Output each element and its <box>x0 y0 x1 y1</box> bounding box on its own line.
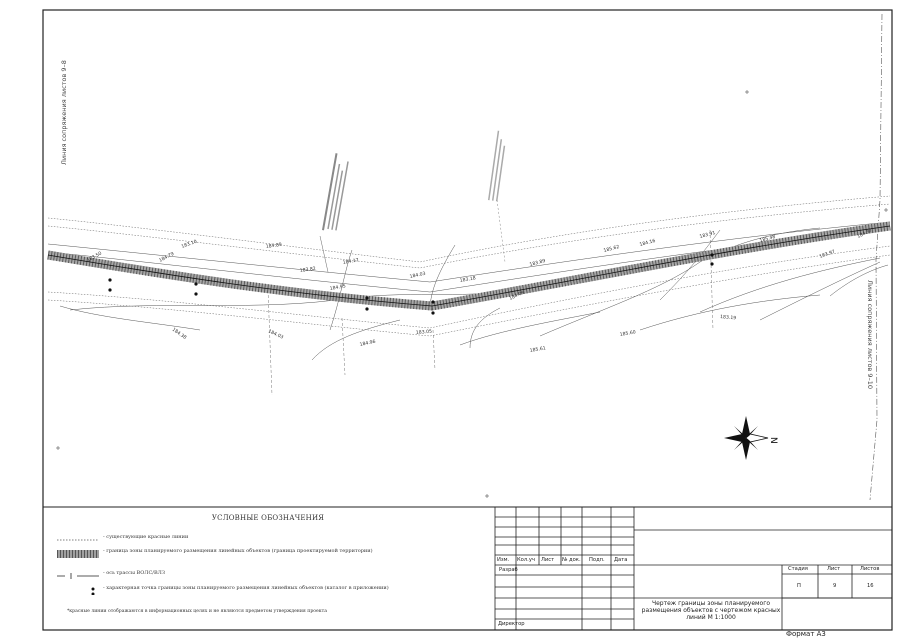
boundary-point <box>194 292 198 296</box>
stamp-sheet-value: 9 <box>833 583 837 589</box>
elevation-label: 185.60 <box>619 329 636 338</box>
legend-text: - существующие красные линии <box>103 534 189 540</box>
legend-note: *красные линии отображаются в информацио… <box>67 609 327 614</box>
legend-symbol-hatched <box>57 550 99 558</box>
sheet-format: Формат А3 <box>786 630 826 638</box>
stamp-sheets-value: 16 <box>867 583 874 589</box>
title-block-grid <box>494 506 893 631</box>
stamp-sheets-header: Листов <box>860 566 880 572</box>
legend-text: - ось трассы ВОЛС/ВЛЗ <box>103 570 165 576</box>
boundary-point <box>431 300 435 304</box>
drawing-title: Чертеж границы зоны планируемого размеще… <box>641 600 781 621</box>
boundary-dashdot-line <box>869 13 883 501</box>
legend-item-planned-zone: - граница зоны планируемого размещения л… <box>43 548 483 562</box>
elevation-label: 184.03 <box>267 328 284 340</box>
stamp-stage-value: П <box>797 583 801 589</box>
elevation-label: 183.89 <box>529 258 546 268</box>
legend-text: - характерная точка границы зоны планиру… <box>103 585 389 591</box>
legend-title: УСЛОВНЫЕ ОБОЗНАЧЕНИЯ <box>211 514 325 522</box>
legend-symbol-axis <box>57 573 99 579</box>
legend-item-points: - характерная точка границы зоны планиру… <box>43 585 483 599</box>
stamp-header-kolvo: Кол.уч <box>517 557 535 563</box>
legend-item-red-lines: - существующие красные линии <box>43 534 483 548</box>
legend-symbol-dotted <box>57 539 99 541</box>
north-arrow-icon <box>724 416 769 460</box>
red-lines <box>47 195 891 337</box>
boundary-point <box>431 311 435 315</box>
legend: УСЛОВНЫЕ ОБОЗНАЧЕНИЯ - существующие крас… <box>43 508 493 630</box>
elevation-label: 184.95 <box>329 283 346 292</box>
sheet-frame <box>42 9 893 631</box>
side-label-right: Линия сопряжения листов 9–10 <box>866 280 874 389</box>
elevation-label: 184.38 <box>171 327 188 341</box>
elevation-label: 183.18 <box>459 275 476 284</box>
vertical-dash-lines <box>267 229 714 396</box>
leader-line <box>319 235 329 273</box>
boundary-point <box>194 282 198 286</box>
elevation-label: 183.10 <box>181 239 198 250</box>
legend-text: - граница зоны планируемого размещения л… <box>103 548 373 554</box>
leader-line <box>496 199 506 263</box>
elevation-label: 184.89 <box>265 242 282 250</box>
stamp-stage-header: Стадия <box>788 566 808 572</box>
elevation-label: 184.96 <box>359 339 376 348</box>
boundary-point <box>108 278 112 282</box>
side-label-left: Линия сопряжения листов 9–8 <box>60 60 68 165</box>
stamp-header-list: Лист <box>541 557 555 563</box>
legend-symbol-points <box>91 587 95 595</box>
existing-linework <box>47 221 891 361</box>
elevation-label: 183.82 <box>299 266 316 274</box>
elevation-label: 185.48 <box>759 234 776 244</box>
grid-crosses <box>56 90 888 498</box>
elevation-label: 184.03 <box>409 271 426 280</box>
elevation-label: 184.17 <box>342 257 359 266</box>
stamp-header-ndoc: № док. <box>562 557 581 563</box>
boundary-point <box>365 307 369 311</box>
stamp-header-podp: Подп. <box>589 557 605 563</box>
elevation-label: 183.91 <box>699 230 716 240</box>
stamp-header-date: Дата <box>614 557 628 563</box>
north-label: N <box>768 437 778 444</box>
stamp-role-director: Директор <box>498 621 525 627</box>
stamp-header-izm: Изм. <box>497 557 510 563</box>
boundary-point <box>710 253 714 257</box>
legend-item-axis: - ось трассы ВОЛС/ВЛЗ <box>43 570 483 584</box>
boundary-point <box>710 262 714 266</box>
boundary-points <box>108 253 714 315</box>
elevation-label: 183.05 <box>416 329 433 336</box>
boundary-point <box>108 288 112 292</box>
elevation-label: 185.62 <box>603 244 620 254</box>
stamp-sheet-header: Лист <box>827 566 841 572</box>
annotation-block-1 <box>322 153 349 231</box>
annotation-block-2 <box>488 130 506 202</box>
elevation-label: 184.16 <box>639 238 656 248</box>
elevation-label: 183.19 <box>720 314 737 321</box>
elevation-label: 183.97 <box>819 249 836 260</box>
elevation-label: 185.61 <box>529 345 546 354</box>
route-axis-line <box>47 225 891 307</box>
stamp-role-developer: Разраб <box>499 567 518 573</box>
elevation-label: 184.79 <box>158 251 175 264</box>
boundary-point <box>365 296 369 300</box>
